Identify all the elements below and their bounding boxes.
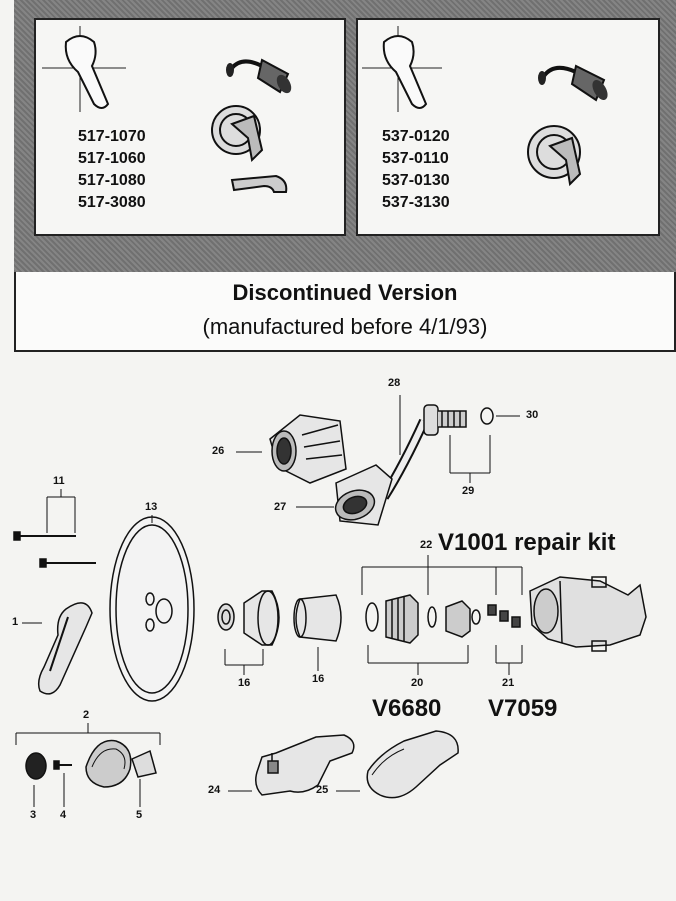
seat-kit-label: V7059 [488, 695, 558, 722]
seat-spring-icon [487, 604, 521, 628]
right-model-panel: 537-0120 537-0110 537-0130 537-3130 [356, 18, 660, 236]
part-label: 21 [502, 677, 515, 689]
part-label: 5 [136, 809, 143, 821]
discontinued-header: 517-1070 517-1060 517-1080 517-3080 [14, 0, 676, 352]
tub-spout-icon [230, 174, 288, 193]
valve-trim-icon [527, 125, 582, 187]
cartridge-icon [365, 594, 481, 644]
part-label: 16 [312, 673, 325, 685]
handle-assembly-icon [85, 739, 157, 788]
part-label: 30 [526, 409, 539, 421]
cartridge-kit-label: V6680 [372, 695, 442, 722]
exploded-parts-diagram: 28 30 29 26 27 11 13 1 16 16 20 22 21 2 … [0, 355, 676, 901]
part-label: 22 [420, 539, 433, 551]
shower-arm-icon [379, 404, 467, 500]
version-caption: Discontinued Version (manufactured befor… [14, 272, 676, 352]
model-number: 537-0120 [382, 128, 450, 145]
handle-thumbnail-icon [42, 26, 126, 112]
showerhead-face-icon [334, 464, 393, 526]
valve-body-icon [529, 576, 647, 652]
part-label: 26 [212, 445, 225, 457]
handle-thumbnail-icon [362, 26, 442, 112]
left-model-panel: 517-1070 517-1060 517-1080 517-3080 [34, 18, 346, 236]
sleeve-icon [243, 590, 280, 646]
small-screw-icon [53, 760, 72, 770]
part-label: 13 [145, 501, 158, 513]
left-model-list: 517-1070 517-1060 517-1080 517-3080 [78, 126, 146, 214]
parts-drawing [13, 395, 647, 807]
model-number: 517-1080 [78, 172, 146, 189]
retainer-ring-icon [217, 603, 235, 631]
knob-cap-icon [25, 752, 47, 780]
model-number: 517-1060 [78, 150, 146, 167]
right-panel-illustration [362, 26, 608, 187]
escutcheon-plate-icon [109, 516, 195, 702]
leader-lines [15, 395, 523, 807]
part-label: 28 [388, 377, 401, 389]
model-number: 537-0130 [382, 172, 450, 189]
valve-trim-icon [211, 105, 264, 163]
model-number: 537-3130 [382, 194, 450, 211]
part-label: 29 [462, 485, 475, 497]
lever-handle-icon [37, 602, 93, 695]
showerhead-icon [538, 64, 608, 102]
version-title: Discontinued Version [232, 280, 458, 305]
model-number: 517-3080 [78, 194, 146, 211]
washer-icon [480, 407, 494, 425]
part-label: 25 [316, 784, 329, 796]
model-number: 537-0110 [382, 150, 449, 167]
showerhead-body-icon [269, 414, 347, 484]
model-number: 517-1070 [78, 128, 146, 145]
part-label: 11 [53, 475, 65, 487]
part-label: 27 [274, 501, 287, 513]
tub-spout-diverter-icon [366, 730, 459, 799]
part-label: 4 [60, 809, 67, 821]
part-label: 24 [208, 784, 221, 796]
showerhead-icon [226, 58, 292, 94]
right-model-list: 537-0120 537-0110 537-0130 537-3130 [382, 126, 450, 214]
part-label: 1 [12, 616, 19, 628]
left-panel-illustration [42, 26, 292, 193]
tub-spout-icon [255, 734, 355, 796]
header-band: 517-1070 517-1060 517-1080 517-3080 [14, 0, 676, 272]
part-label: 3 [30, 809, 37, 821]
stop-tube-icon [293, 594, 342, 642]
repair-kit-label: V1001 repair kit [438, 529, 616, 556]
part-label: 16 [238, 677, 251, 689]
part-label: 2 [83, 709, 90, 721]
screw-icon [13, 531, 96, 568]
part-label: 20 [411, 677, 424, 689]
version-subtitle: (manufactured before 4/1/93) [202, 314, 488, 339]
